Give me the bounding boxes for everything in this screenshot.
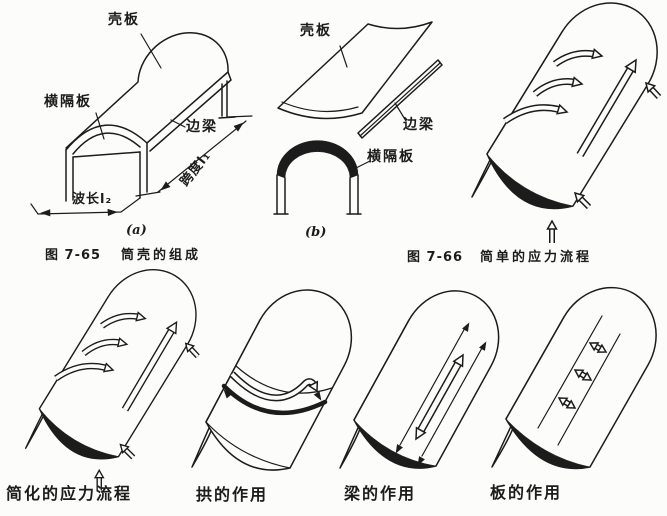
leader-shell-plate bbox=[140, 33, 162, 69]
end-arch-band bbox=[353, 419, 437, 469]
leader-edge-beam bbox=[170, 119, 186, 128]
fig-7-66-stress-flow-drawing bbox=[471, 2, 662, 243]
figure-7-65-caption-title: 筒壳的组成 bbox=[121, 248, 202, 263]
subfigure-a-tag: (a) bbox=[126, 223, 147, 238]
diaphragm-part bbox=[273, 140, 362, 215]
shell-plate-part bbox=[277, 21, 433, 120]
fig-7-65a-shell-drawing bbox=[30, 32, 253, 217]
label-edge-beam-a: 边梁 bbox=[186, 119, 218, 135]
end-arch-band bbox=[39, 408, 119, 460]
leader-shell-plate-b bbox=[339, 45, 348, 68]
label-diaphragm-a: 横隔板 bbox=[44, 94, 92, 110]
label-arch-action: 拱的作用 bbox=[196, 485, 269, 504]
figure-7-65-caption-number: 图 7-65 bbox=[45, 248, 102, 263]
plate-strip-line bbox=[537, 315, 621, 446]
figure-7-66-caption-number: 图 7-66 bbox=[407, 250, 464, 265]
leader-diaphragm-b bbox=[353, 160, 371, 170]
label-beam-action: 梁的作用 bbox=[344, 484, 417, 503]
end-arch-band bbox=[486, 153, 574, 209]
end-arch-band bbox=[505, 418, 591, 469]
barrel-shell-assembled bbox=[30, 32, 253, 217]
plate-action-shell bbox=[491, 286, 657, 470]
label-shell-plate-b: 壳板 bbox=[300, 23, 332, 39]
subfigure-b-tag: (b) bbox=[305, 225, 327, 240]
label-edge-beam-b: 边梁 bbox=[403, 117, 435, 133]
figure-7-66-caption-title: 简单的应力流程 bbox=[480, 250, 593, 265]
label-plate-action: 板的作用 bbox=[490, 483, 563, 502]
stress-flow-shell bbox=[471, 2, 662, 243]
beam-action-drawing bbox=[339, 290, 500, 469]
arch-strip-edge bbox=[221, 383, 328, 416]
beam-action-shell bbox=[339, 290, 500, 469]
label-shell-plate-a: 壳板 bbox=[108, 12, 140, 28]
leader-diaphragm bbox=[95, 112, 105, 140]
leader-edge-beam-b bbox=[394, 102, 407, 122]
stress-flow-shell-copy bbox=[24, 269, 200, 491]
arch-action-shell bbox=[191, 289, 353, 471]
edge-beam-part bbox=[357, 59, 443, 139]
label-simplified-stress-flow: 简化的应力流程 bbox=[6, 484, 133, 503]
plate-action-drawing bbox=[491, 286, 657, 470]
beam-strip-line bbox=[399, 327, 483, 457]
arch-action-drawing bbox=[191, 289, 353, 471]
fig-7-65b-exploded-drawing bbox=[273, 21, 443, 215]
span-dimension-line bbox=[157, 115, 253, 193]
label-wavelength-dimension: 波长l₂ bbox=[72, 192, 113, 207]
simplified-stress-flow-drawing bbox=[24, 269, 200, 491]
label-diaphragm-b: 横隔板 bbox=[367, 149, 415, 165]
